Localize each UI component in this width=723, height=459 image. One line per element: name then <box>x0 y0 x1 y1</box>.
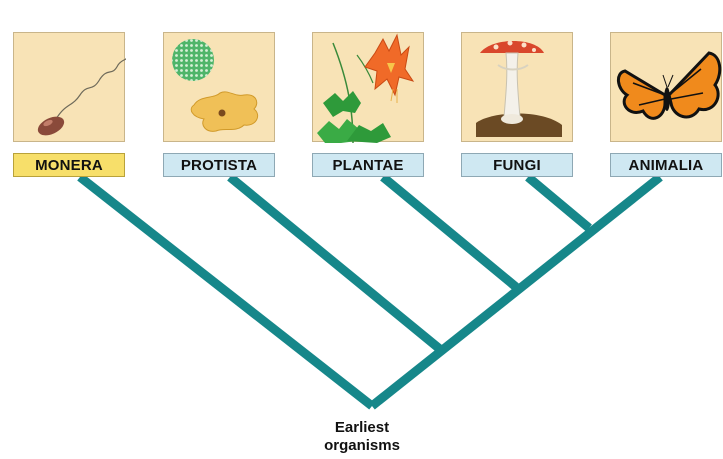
monera-illustration-panel <box>13 32 125 142</box>
kingdom-label-protista: PROTISTA <box>163 153 275 177</box>
kingdom-label-fungi: FUNGI <box>461 153 573 177</box>
plantae-illustration-panel <box>312 32 424 142</box>
branch-fungi <box>528 177 589 228</box>
branch-animalia-trunk <box>372 177 660 406</box>
bacterium-icon <box>14 33 126 143</box>
columbine-flower-icon <box>313 33 425 143</box>
root-label-line1: Earliest <box>312 419 412 437</box>
mushroom-icon <box>462 33 574 143</box>
kingdom-label-plantae: PLANTAE <box>312 153 424 177</box>
kingdom-label-animalia: ANIMALIA <box>610 153 722 177</box>
branch-plantae <box>383 177 516 287</box>
branch-monera <box>80 177 372 406</box>
kingdom-label-monera: MONERA <box>13 153 125 177</box>
animalia-illustration-panel <box>610 32 722 142</box>
protista-illustration-panel <box>163 32 275 142</box>
protist-icon <box>164 33 276 143</box>
fungi-illustration-panel <box>461 32 573 142</box>
monarch-butterfly-icon <box>611 33 723 143</box>
root-label-line2: organisms <box>312 437 412 455</box>
root-label: Earliest organisms <box>312 419 412 455</box>
